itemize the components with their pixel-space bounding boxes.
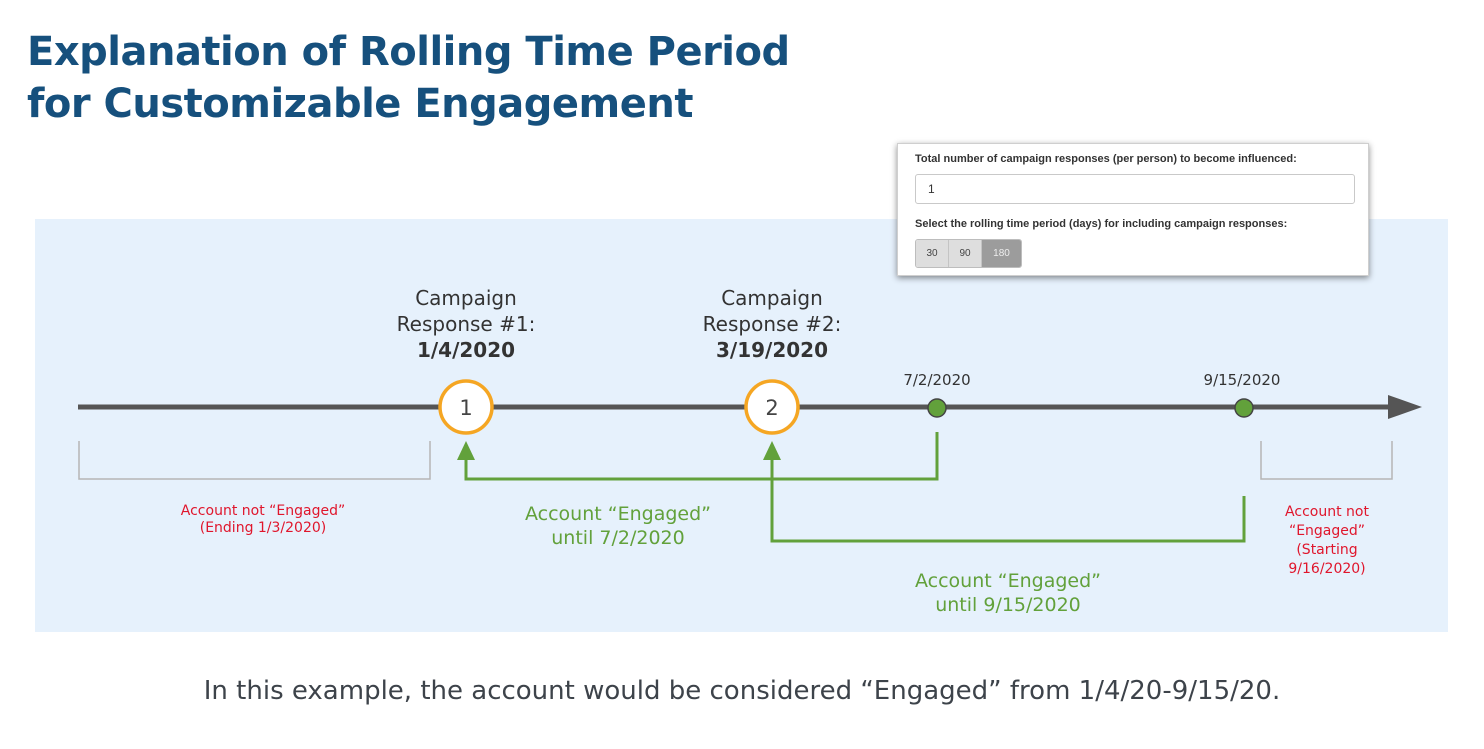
not-engaged-after-line4: 9/16/2020)	[1288, 561, 1366, 577]
engaged-arrow-1	[457, 441, 475, 460]
engaged-arrow-2	[763, 441, 781, 460]
response-2-marker	[744, 379, 800, 435]
engaged-2-line2: until 9/15/2020	[935, 594, 1081, 616]
not-engaged-before-label: Account not “Engaged” (Ending 1/3/2020)	[143, 503, 383, 537]
not-engaged-before-line2: (Ending 1/3/2020)	[199, 520, 327, 536]
not-engaged-after-line2: “Engaged”	[1288, 523, 1366, 539]
response-2-heading-line2: Response #2:	[702, 312, 842, 336]
responses-count-input[interactable]: 1	[915, 174, 1355, 204]
settings-card: Total number of campaign responses (per …	[897, 143, 1369, 276]
response-1-heading: Campaign Response #1: 1/4/2020	[366, 285, 566, 363]
period-option-30[interactable]: 30	[916, 240, 949, 267]
response-2-heading: Campaign Response #2: 3/19/2020	[672, 285, 872, 363]
not-engaged-before-line1: Account not “Engaged”	[180, 503, 346, 519]
rolling-period-selector: 30 90 180	[915, 239, 1022, 268]
footer-note: In this example, the account would be co…	[203, 676, 1281, 706]
timeline-arrowhead	[1388, 395, 1422, 419]
response-2-heading-line1: Campaign	[721, 286, 823, 310]
response-2-date: 3/19/2020	[715, 338, 829, 362]
engaged-bracket-2	[770, 458, 1246, 543]
marker-date-9-15-2020: 9/15/2020	[1203, 371, 1281, 389]
response-2-number: 2	[765, 396, 778, 420]
response-1-heading-line1: Campaign	[415, 286, 517, 310]
not-engaged-after-label: Account not “Engaged” (Starting 9/16/202…	[1262, 503, 1392, 579]
page-title: Explanation of Rolling Time Period for C…	[27, 26, 927, 130]
engaged-1-line2: until 7/2/2020	[551, 527, 685, 549]
not-engaged-after-line1: Account not	[1285, 504, 1369, 520]
response-1-number: 1	[459, 396, 472, 420]
period-option-180[interactable]: 180	[982, 240, 1021, 267]
timeline-panel	[35, 219, 1448, 632]
not-engaged-after-bracket	[1260, 441, 1393, 480]
marker-date-7-2-2020: 7/2/2020	[903, 371, 971, 389]
title-line-1: Explanation of Rolling Time Period	[27, 29, 790, 75]
response-1-heading-line2: Response #1:	[396, 312, 536, 336]
marker-7-2-2020-dot	[927, 398, 947, 418]
title-line-2: for Customizable Engagement	[27, 81, 693, 127]
response-1-date: 1/4/2020	[416, 338, 516, 362]
not-engaged-before-bracket	[78, 441, 431, 480]
rolling-period-label: Select the rolling time period (days) fo…	[915, 218, 1288, 230]
response-1-marker	[438, 379, 494, 435]
marker-9-15-2020-dot	[1234, 398, 1254, 418]
engaged-1-line1: Account “Engaged”	[524, 503, 711, 525]
period-option-90[interactable]: 90	[949, 240, 982, 267]
responses-count-label: Total number of campaign responses (per …	[915, 153, 1297, 165]
not-engaged-after-line3: (Starting	[1296, 542, 1358, 558]
engaged-label-2: Account “Engaged” until 9/15/2020	[878, 569, 1138, 617]
engaged-label-1: Account “Engaged” until 7/2/2020	[488, 502, 748, 550]
engaged-bracket-1	[464, 432, 939, 481]
engaged-2-line1: Account “Engaged”	[914, 570, 1101, 592]
